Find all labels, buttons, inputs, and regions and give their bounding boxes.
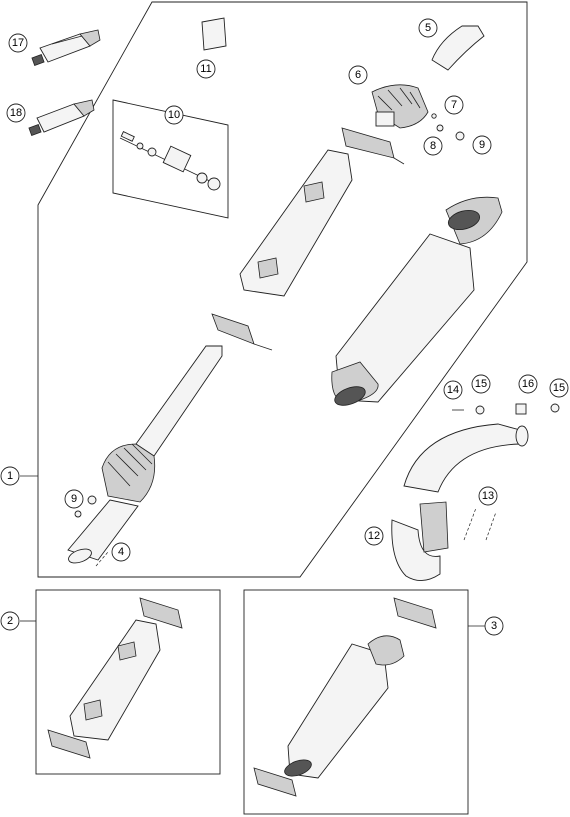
callout-4-label: 4 xyxy=(118,546,124,558)
callout-13-label: 13 xyxy=(482,490,494,502)
mounting-kit-box-10 xyxy=(112,99,229,219)
silencer-end-cap xyxy=(445,196,503,245)
callout-18-label: 18 xyxy=(10,107,22,119)
callout-1-label: 1 xyxy=(7,470,13,482)
washer-15a xyxy=(475,405,485,415)
callout-15-right-label: 15 xyxy=(553,382,565,394)
spring-13a xyxy=(463,507,477,541)
callout-13: 13 xyxy=(478,486,498,506)
callout-3-label: 3 xyxy=(491,620,497,632)
callout-17: 17 xyxy=(8,33,28,53)
header-pipe-12 xyxy=(391,423,529,581)
callout-11: 11 xyxy=(196,59,216,79)
rivet-7 xyxy=(431,113,437,119)
callout-8-label: 8 xyxy=(430,140,436,152)
silencer-body xyxy=(331,233,475,406)
callout-8: 8 xyxy=(423,136,443,156)
callout-18: 18 xyxy=(6,103,26,123)
callout-4: 4 xyxy=(111,542,131,562)
callout-7-label: 7 xyxy=(451,99,457,111)
kit-2-sleeve xyxy=(47,597,183,759)
bushing-16 xyxy=(515,403,527,415)
silencer-sleeve xyxy=(239,149,353,297)
callout-12: 12 xyxy=(364,526,384,546)
lubricant-tube-18 xyxy=(28,99,95,136)
kit-3-silencer xyxy=(253,597,437,797)
callout-9-lower-label: 9 xyxy=(71,493,77,505)
callout-11-label: 11 xyxy=(200,63,211,75)
spring-13b xyxy=(485,511,497,541)
callout-17-label: 17 xyxy=(12,37,24,49)
callout-16-label: 16 xyxy=(522,378,534,390)
callout-5: 5 xyxy=(418,18,438,38)
washer-15b xyxy=(550,403,560,413)
callout-9-lower: 9 xyxy=(64,489,84,509)
callout-12-label: 12 xyxy=(368,530,380,542)
nut-8 xyxy=(436,124,444,132)
callout-2: 2 xyxy=(0,611,20,631)
callout-9-top: 9 xyxy=(472,135,492,155)
callout-5-label: 5 xyxy=(425,22,431,34)
mounting-kit-parts-10 xyxy=(119,131,221,191)
end-cap-6 xyxy=(371,84,429,129)
callout-10: 10 xyxy=(164,105,184,125)
gasket-upper xyxy=(341,127,395,159)
callout-15-left: 15 xyxy=(471,374,491,394)
bushing-9-lower xyxy=(87,495,97,505)
gasket-middle xyxy=(211,313,255,345)
callout-3: 3 xyxy=(484,616,504,636)
callout-15-left-label: 15 xyxy=(475,378,487,390)
main-assembly-frame xyxy=(37,1,528,578)
callout-14: 14 xyxy=(443,380,463,400)
callout-7: 7 xyxy=(444,95,464,115)
callout-6-label: 6 xyxy=(355,69,361,81)
spring-4 xyxy=(95,551,109,567)
sealant-tube-17 xyxy=(31,29,101,66)
exhaust-tube xyxy=(67,345,223,564)
callout-9-top-label: 9 xyxy=(479,139,485,151)
callout-6: 6 xyxy=(348,65,368,85)
silencer-kit-frame xyxy=(243,589,469,815)
callout-15-right: 15 xyxy=(549,378,569,398)
connecting-pipe-5 xyxy=(431,25,485,71)
sticker-11 xyxy=(201,17,227,51)
silencer-sleeve-kit-frame xyxy=(35,589,221,775)
bushing-9-top xyxy=(455,131,465,141)
callout-16: 16 xyxy=(518,374,538,394)
callout-14-label: 14 xyxy=(447,384,459,396)
callout-10-label: 10 xyxy=(168,109,180,121)
callout-2-label: 2 xyxy=(7,615,13,627)
callout-1: 1 xyxy=(0,466,20,486)
bushing-9-lower-b xyxy=(74,510,82,518)
